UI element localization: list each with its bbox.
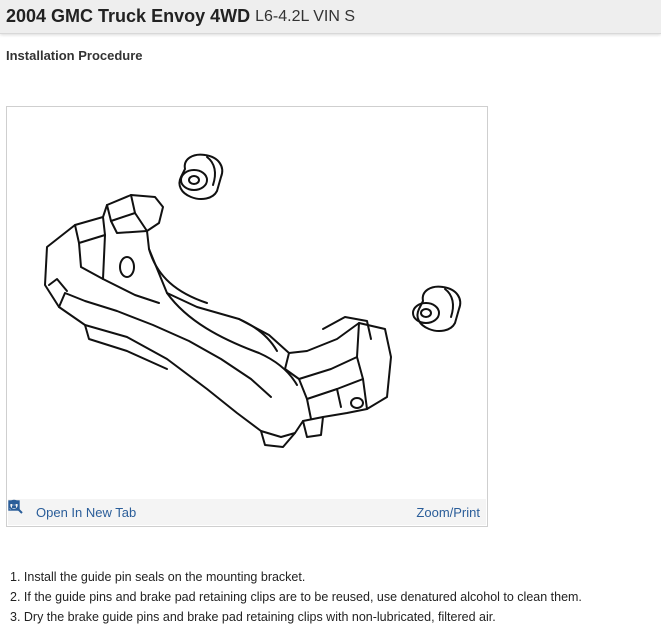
caliper-bracket-illustration bbox=[44, 153, 462, 448]
open-new-tab-label: Open In New Tab bbox=[36, 504, 137, 520]
mounting-bracket bbox=[44, 194, 392, 448]
procedure-steps: 1. Install the guide pin seals on the mo… bbox=[10, 567, 582, 627]
step-item: 3. Dry the brake guide pins and brake pa… bbox=[10, 610, 496, 624]
guide-pin-seal-lower bbox=[412, 285, 462, 332]
engine-subtitle: L6-4.2L VIN S bbox=[255, 7, 355, 25]
section-title: Installation Procedure bbox=[6, 48, 143, 63]
guide-pin-seal-upper bbox=[178, 153, 224, 200]
magnifier-icon bbox=[8, 499, 412, 520]
step-item: 2. If the guide pins and brake pad retai… bbox=[10, 590, 582, 604]
figure-toolbar: Open In New Tab Zoom/Print bbox=[8, 499, 486, 525]
step-item: 1. Install the guide pin seals on the mo… bbox=[10, 570, 306, 584]
zoom-print-link[interactable]: Zoom/Print bbox=[8, 499, 480, 520]
page-header: 2004 GMC Truck Envoy 4WD L6-4.2L VIN S bbox=[0, 0, 661, 34]
figure-container: Open In New Tab Zoom/Print bbox=[6, 106, 488, 527]
zoom-print-label: Zoom/Print bbox=[416, 504, 480, 520]
open-new-tab-link[interactable]: Open In New Tab bbox=[8, 500, 137, 520]
page-title: 2004 GMC Truck Envoy 4WD bbox=[6, 6, 251, 26]
